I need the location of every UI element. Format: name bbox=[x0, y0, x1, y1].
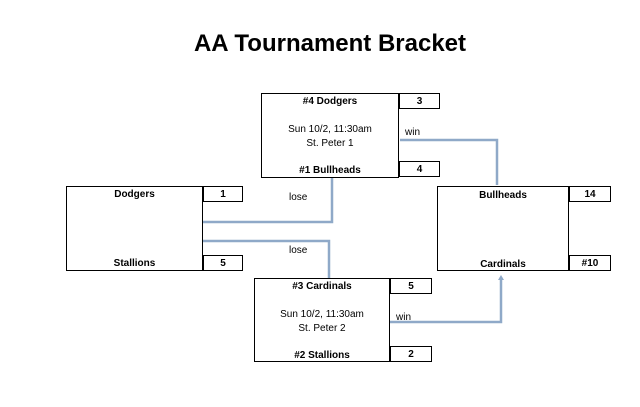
bracket-title: AA Tournament Bracket bbox=[193, 30, 467, 57]
connector-bottom-win bbox=[390, 277, 503, 324]
game-left-score-b: 5 bbox=[203, 255, 243, 271]
game-right-score-b: #10 bbox=[569, 255, 611, 271]
game-bottom-score-a: 5 bbox=[390, 278, 432, 294]
lose-label-top: lose bbox=[289, 192, 308, 203]
game-right-score-a: 14 bbox=[569, 186, 611, 202]
game-bottom-score-b: 2 bbox=[390, 346, 432, 362]
game-bottom-date: Sun 10/2, 11:30am bbox=[280, 309, 364, 320]
game-top-venue: St. Peter 1 bbox=[306, 138, 354, 149]
game-top-date: Sun 10/2, 11:30am bbox=[288, 124, 372, 135]
connector-bottom-win-arrowhead bbox=[498, 275, 504, 280]
game-top-team-b: #1 Bullheads bbox=[299, 165, 361, 176]
game-top-box bbox=[261, 93, 399, 178]
game-left-team-a: Dodgers bbox=[114, 189, 155, 200]
game-right-team-a: Bullheads bbox=[479, 190, 527, 201]
connector-bottom-lose bbox=[202, 239, 331, 278]
connector-top-win bbox=[400, 138, 499, 185]
game-top-win-label: win bbox=[405, 127, 421, 138]
game-bottom-team-a: #3 Cardinals bbox=[292, 281, 352, 292]
game-bottom-win-label: win bbox=[396, 312, 412, 323]
game-left-box bbox=[66, 186, 203, 271]
game-right-team-b: Cardinals bbox=[480, 259, 526, 270]
game-top-score-b: 4 bbox=[399, 161, 440, 177]
game-bottom-venue: St. Peter 2 bbox=[298, 323, 346, 334]
game-top-score-a: 3 bbox=[399, 93, 440, 109]
lose-label-bottom: lose bbox=[289, 245, 308, 256]
game-right-box bbox=[437, 186, 569, 271]
game-top-team-a: #4 Dodgers bbox=[302, 96, 358, 107]
game-left-team-b: Stallions bbox=[113, 258, 156, 269]
game-bottom-team-b: #2 Stallions bbox=[294, 350, 350, 361]
game-bottom-box bbox=[254, 278, 390, 362]
connector-top-lose bbox=[202, 178, 334, 224]
game-left-score-a: 1 bbox=[203, 186, 243, 202]
